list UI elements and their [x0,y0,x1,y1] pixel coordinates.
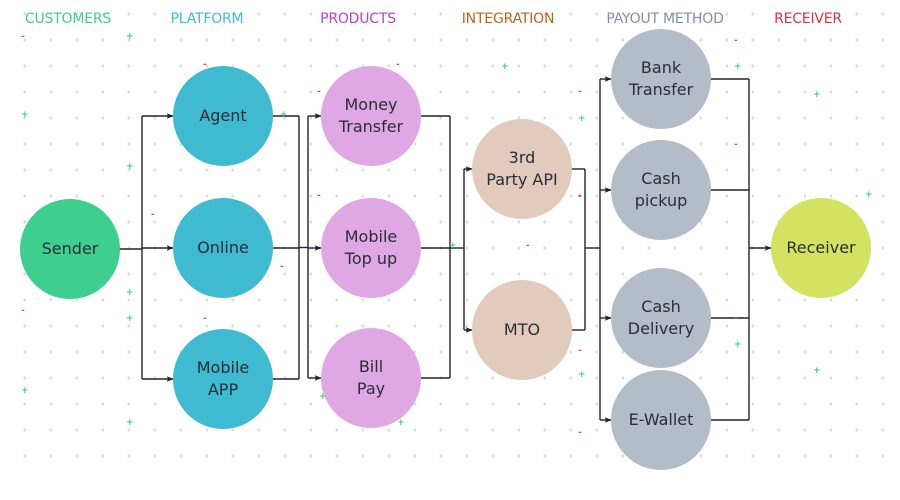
minus-marker-icon: - [21,32,25,42]
plus-marker-icon: + [813,90,821,100]
node-bill-pay[interactable]: Bill Pay [321,328,421,428]
plus-marker-icon: + [280,110,288,120]
node-label: Money Transfer [338,95,404,136]
plus-marker-icon: + [241,144,249,154]
plus-marker-icon: + [813,366,821,376]
plus-marker-icon: + [21,110,29,120]
node-label: Mobile APP [196,358,250,399]
node-label: Cash pickup [634,169,688,210]
node-label: MTO [503,320,541,339]
node-receiver[interactable]: Receiver [771,198,871,298]
minus-marker-icon: - [203,111,207,121]
minus-marker-icon: - [526,241,530,251]
node-label: Online [197,238,249,257]
node-label: Bank Transfer [628,58,694,99]
column-header-payout: PAYOUT METHOD [606,11,724,27]
plus-marker-icon: + [397,418,405,428]
plus-marker-icon: + [126,162,134,172]
minus-marker-icon: - [578,346,582,356]
plus-marker-icon: + [126,314,134,324]
minus-marker-icon: - [21,306,25,316]
plus-marker-icon: + [126,418,134,428]
minus-marker-icon: - [734,36,738,46]
node-money-transfer[interactable]: Money Transfer [321,66,421,166]
node-e-wallet[interactable]: E-Wallet [611,370,711,470]
node-agent[interactable]: Agent [173,66,273,166]
minus-marker-icon: - [578,192,582,202]
node-mobile-app[interactable]: Mobile APP [173,329,273,429]
minus-marker-icon: - [317,87,321,97]
plus-marker-icon: + [126,288,134,298]
minus-marker-icon: - [396,60,400,70]
minus-marker-icon: - [578,428,582,438]
plus-marker-icon: + [734,62,742,72]
minus-marker-icon: - [578,191,582,201]
minus-marker-icon: - [203,314,207,324]
node-mto[interactable]: MTO [472,280,572,380]
plus-marker-icon: + [865,190,873,200]
plus-marker-icon: + [578,114,586,124]
node-sender[interactable]: Sender [20,199,120,299]
minus-marker-icon: - [734,314,738,324]
node-label: Sender [41,239,99,258]
node-cash-pickup[interactable]: Cash pickup [611,140,711,240]
plus-marker-icon: + [734,340,742,350]
plus-marker-icon: + [449,241,457,251]
column-header-integration: INTEGRATION [461,11,555,27]
minus-marker-icon: - [280,262,284,272]
column-header-products: PRODUCTS [320,11,396,27]
plus-marker-icon: + [319,392,327,402]
minus-marker-icon: - [578,87,582,97]
plus-marker-icon: + [126,32,134,42]
minus-marker-icon: - [203,60,207,70]
column-header-platform: PLATFORM [170,11,244,27]
node-label: E-Wallet [628,410,694,429]
node-mobile-top-up[interactable]: Mobile Top up [321,198,421,298]
minus-marker-icon: - [734,140,738,150]
node-bank-transfer[interactable]: Bank Transfer [611,29,711,129]
column-header-customers: CUSTOMERS [24,11,112,27]
node-third-party-api[interactable]: 3rd Party API [472,119,572,219]
plus-marker-icon: + [501,62,509,72]
minus-marker-icon: - [151,210,155,220]
minus-marker-icon: - [317,191,321,201]
plus-marker-icon: + [21,386,29,396]
node-cash-delivery[interactable]: Cash Delivery [611,268,711,368]
column-header-receiver: RECEIVER [774,11,842,27]
connector-layer [118,76,772,423]
plus-marker-icon: + [578,370,586,380]
node-label: Bill Pay [356,357,386,398]
node-label: Receiver [786,238,856,257]
node-label: Agent [199,106,247,125]
node-label: Mobile Top up [344,227,398,268]
node-label: Cash Delivery [627,297,695,338]
node-online[interactable]: Online [173,198,273,298]
node-label: 3rd Party API [486,148,558,189]
